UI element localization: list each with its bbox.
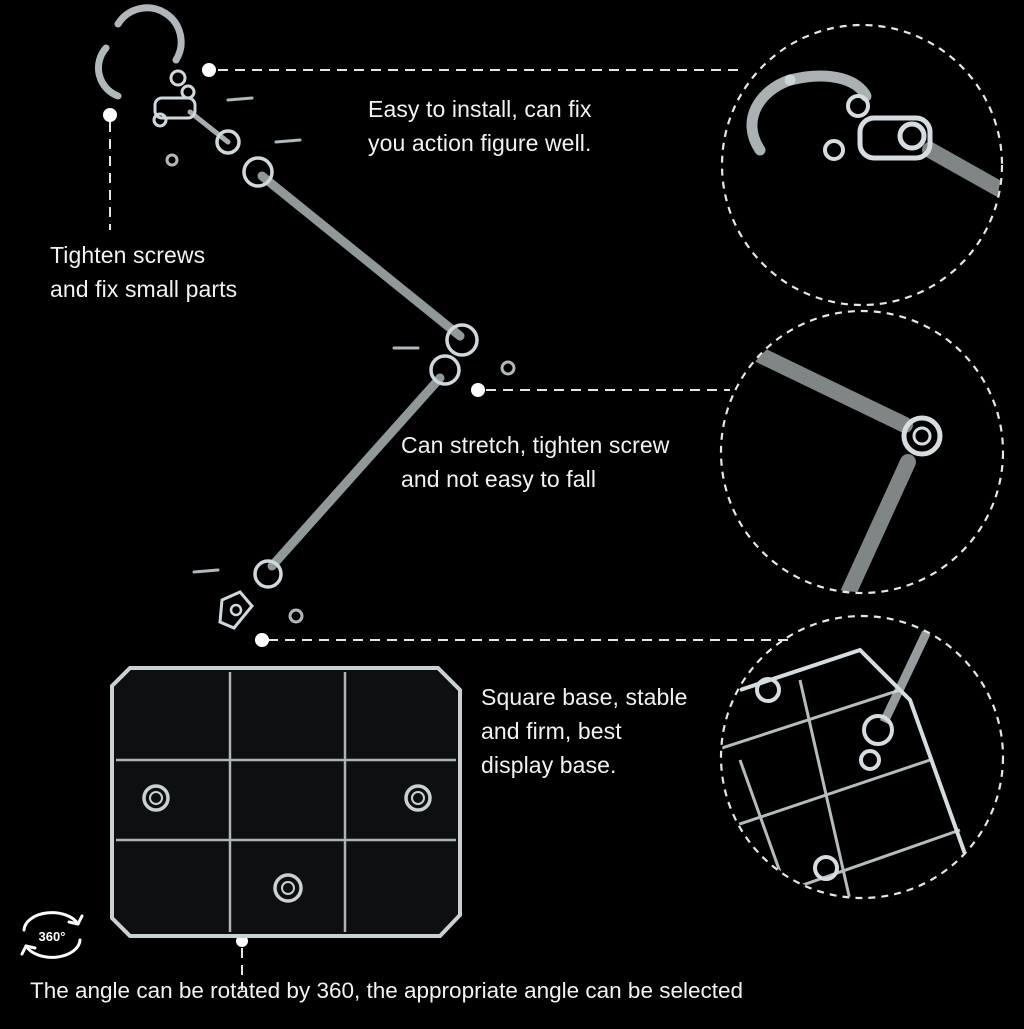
zoom-circle-base [719,614,1005,900]
caption-stretch: Can stretch, tighten screw and not easy … [401,432,670,492]
stand-arm [94,4,479,630]
zoom-clamp-detail [746,70,1001,203]
caption-screws: Tighten screws and fix small parts [50,242,238,302]
caption-base: Square base, stable and firm, best displ… [481,684,688,778]
guide-dots [103,63,485,947]
caption-rotation: The angle can be rotated by 360, the app… [30,978,744,1003]
arm-lower [267,373,445,571]
zoom-circle-clamp [720,23,1004,307]
clamp-left [94,44,122,100]
screws-nuts [165,96,516,624]
base-plate [110,666,462,938]
zoom-base-detail [722,623,1002,897]
zoom-circles [719,23,1005,900]
caption-install: Easy to install, can fix you action figu… [368,96,592,156]
zoom-joint-detail [752,347,943,592]
t-joint [153,96,197,120]
arm-upper [257,171,465,341]
base-grid [116,672,456,932]
rotate-360-label: 360° [39,929,66,944]
rotate-360-icon [20,911,84,959]
square-base [110,666,462,938]
guide-lines [109,69,790,990]
base-connector [218,590,254,630]
zoom-circle-joint [719,309,1005,595]
clamp-right [114,4,185,64]
